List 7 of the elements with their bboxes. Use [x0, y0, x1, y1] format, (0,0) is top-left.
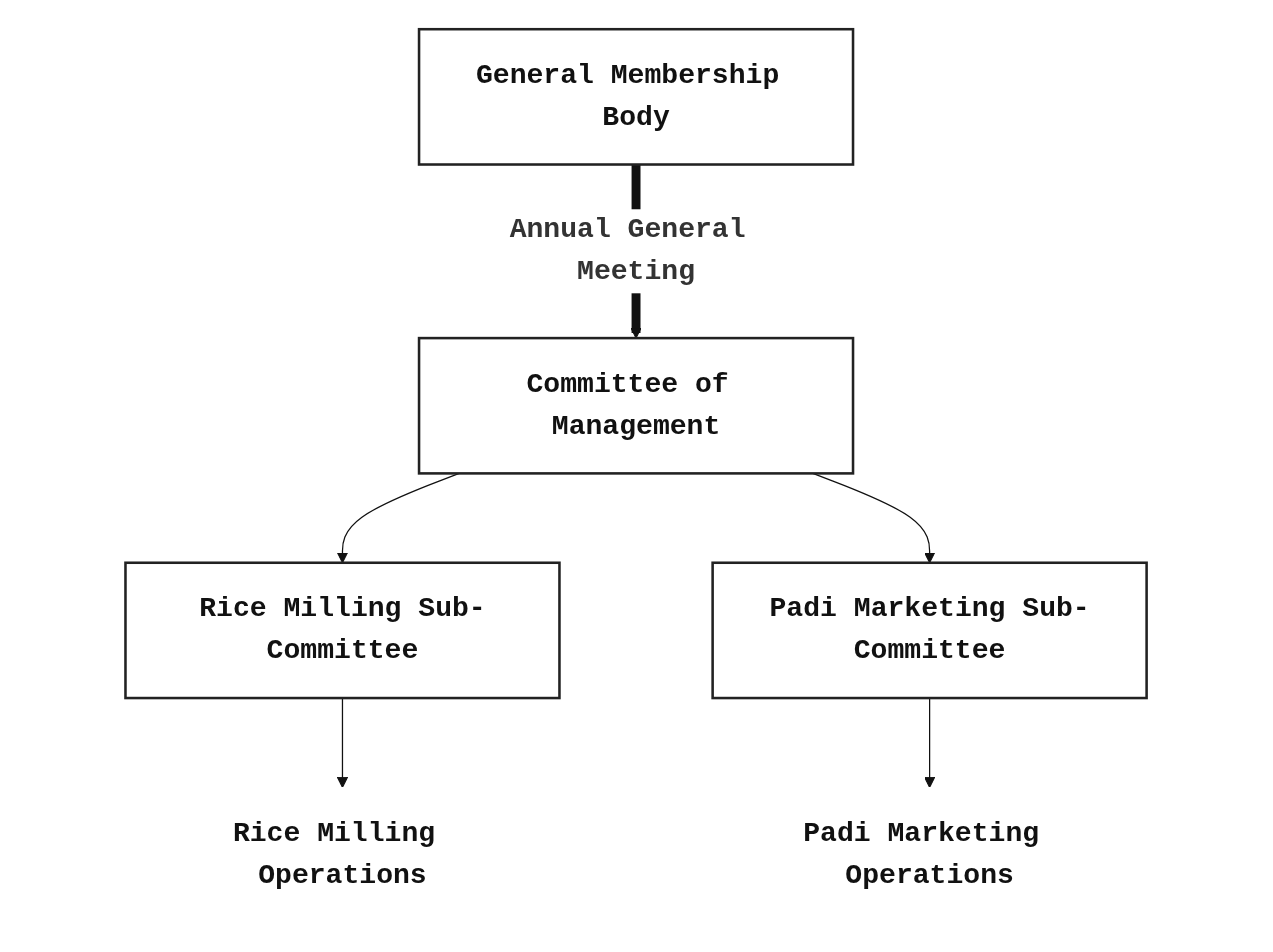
edge-label: Annual General Meeting	[510, 214, 747, 289]
node-box: General Membership Body	[418, 28, 855, 166]
node-box: Padi Marketing Sub-Committee	[711, 561, 1149, 700]
node-box: Rice Milling Sub-Committee	[124, 561, 562, 700]
node-text: Padi Marketing Operations	[803, 818, 1040, 893]
node-box: Committee of Management	[418, 336, 855, 475]
node-text: Rice Milling Operations	[233, 818, 436, 893]
